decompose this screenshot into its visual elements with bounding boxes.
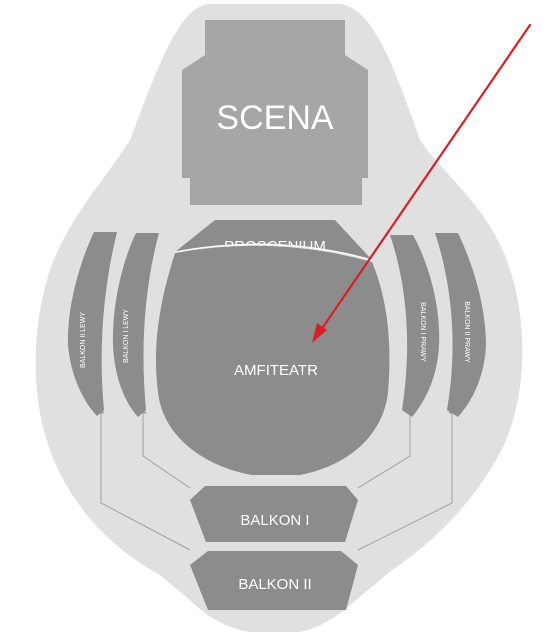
section-balkon-2[interactable]: BALKON II [190,551,358,610]
section-balkon-1[interactable]: BALKON I [190,486,358,542]
connector-balkon-2-lewy [97,406,191,551]
connector-balkon-1-lewy [139,406,191,489]
section-amfiteatr[interactable]: AMFITEATR [155,243,390,475]
connector-balkon-2-prawy [357,406,456,551]
connector-lines [97,406,456,551]
annotation-arrow [312,23,532,343]
stage-area [182,20,368,205]
proscenium-divider [174,243,373,261]
connector-balkon-1-prawy [357,406,414,489]
